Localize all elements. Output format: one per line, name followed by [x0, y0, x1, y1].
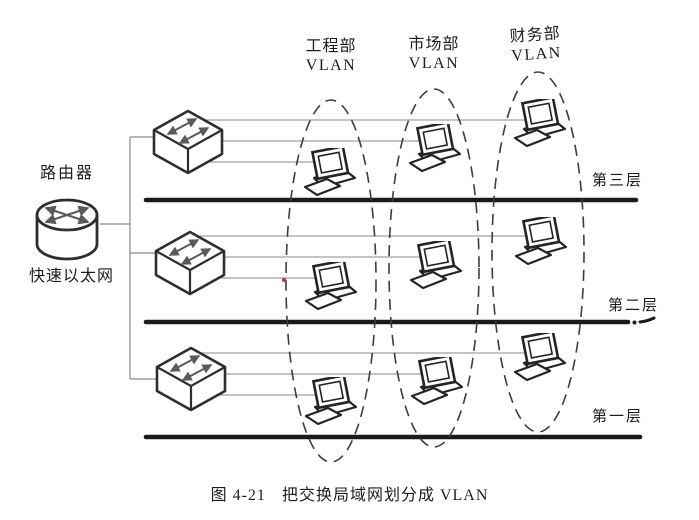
vlan-ellipses: [285, 71, 585, 463]
floor-line-2f-dot: [632, 320, 637, 325]
red-artifact-dot: [282, 278, 286, 282]
floor-line-2f-tail: [638, 316, 656, 324]
vlan-label-engineering: 工程部 VLAN: [276, 38, 386, 76]
vlan-ellipse-market: [388, 88, 480, 448]
router-label: 路由器: [40, 165, 95, 182]
floor-label-1f: 第一层: [592, 409, 644, 425]
vlan-type-label: VLAN: [305, 56, 357, 74]
computer-icon-1f-engineering: [304, 377, 358, 425]
computer-icon-2f-finance: [514, 217, 568, 265]
computer-icon-2f-market: [409, 241, 463, 289]
switch-icon-1f: [157, 348, 225, 410]
vlan-label-market: 市场部 VLAN: [379, 36, 489, 74]
computer-icon-1f-finance: [513, 333, 567, 381]
computer-icon-2f-engineering: [304, 262, 358, 310]
figure-caption: 图 4-21 把交换局域网划分成 VLAN: [0, 481, 699, 505]
floor-label-2f: 第二层: [608, 298, 660, 314]
floor-lines: [143, 197, 656, 440]
figure-number: 图 4-21: [210, 487, 266, 504]
vlan-ellipse-engineering: [285, 99, 377, 463]
computer-icon-3f-engineering: [303, 148, 357, 196]
fast-ethernet-label: 快速以太网: [29, 268, 115, 285]
computer-icon-3f-market: [408, 124, 462, 172]
vlan-label-finance: 财务部 VLAN: [480, 23, 592, 68]
router-icon: [37, 200, 97, 259]
switch-icon-2f: [156, 232, 224, 294]
computer-icon-3f-finance: [513, 99, 567, 147]
figure-title: 把交换局域网划分成 VLAN: [281, 487, 489, 504]
vlan-dept-name: 市场部: [408, 36, 460, 53]
vlan-ellipse-finance: [491, 71, 585, 433]
vlan-type-label: VLAN: [408, 54, 460, 72]
computer-icon-1f-market: [410, 357, 464, 405]
vlan-dept-name: 工程部: [305, 38, 357, 55]
floor-label-3f: 第三层: [592, 173, 644, 189]
